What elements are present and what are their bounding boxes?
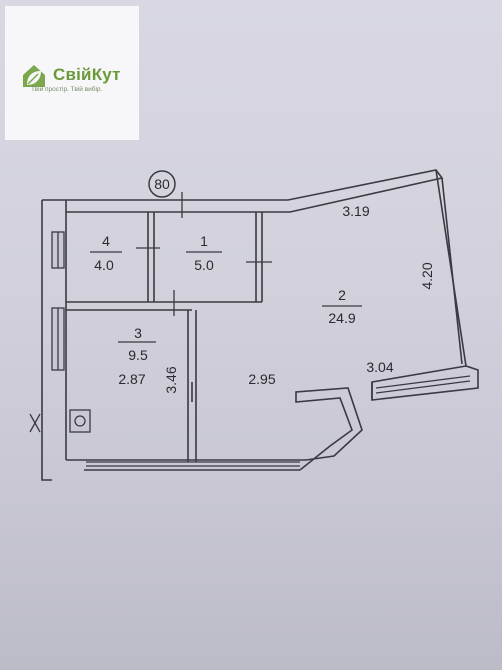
- wall-upper-row: [66, 301, 262, 311]
- wall-bottom: [66, 459, 306, 471]
- logo-card: СвійКут Твій простір. Твій вибір.: [5, 6, 139, 140]
- outer-wall-left: [41, 200, 52, 481]
- dim-room3-width: 2.87: [118, 371, 145, 387]
- room1-area: 5.0: [194, 257, 214, 273]
- dim-room3-height: 3.46: [163, 366, 179, 393]
- leaf-icon: [23, 65, 45, 87]
- dim-top-wall: 3.19: [342, 203, 369, 219]
- dim-living-width: 2.95: [248, 371, 275, 387]
- wall-room3-room2: [187, 310, 197, 462]
- room4-area: 4.0: [94, 257, 114, 273]
- outer-wall-top: [42, 169, 444, 213]
- section-marker-label: 80: [154, 176, 170, 192]
- section-marker-circle: [148, 170, 176, 198]
- room2-area: 24.9: [328, 310, 355, 326]
- lower-right-wall: [371, 365, 479, 401]
- brand-name: СвійКут: [53, 65, 121, 84]
- room2-number: 2: [338, 287, 346, 303]
- room3-area: 9.5: [128, 347, 148, 363]
- room4-number: 4: [102, 233, 110, 249]
- room1-number: 1: [200, 233, 208, 249]
- wall-room1-room2: [255, 212, 263, 302]
- wall-room4-room1: [147, 212, 155, 302]
- room3-number: 3: [134, 325, 142, 341]
- brand-tagline: Твій простір. Твій вибір.: [31, 86, 103, 93]
- dim-right-wall: 4.20: [419, 262, 435, 289]
- dim-lower-right: 3.04: [366, 359, 393, 375]
- bay-window-wall: [295, 387, 363, 471]
